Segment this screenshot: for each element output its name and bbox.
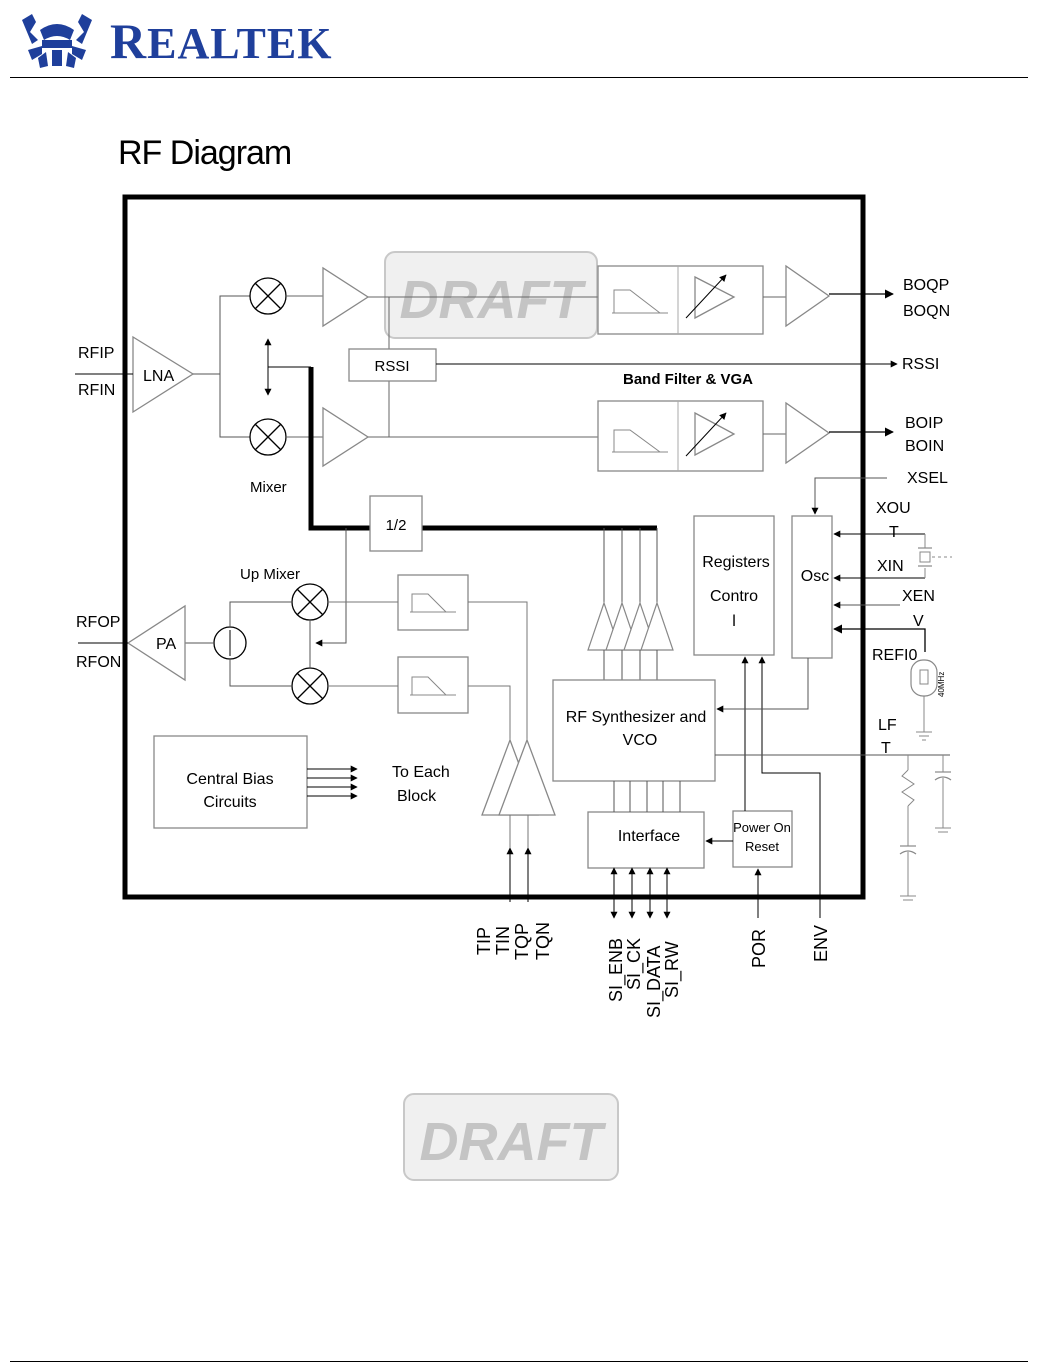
rf-synthesizer-block: RF Synthesizer and VCO [552,679,716,782]
central-bias-block: Central Bias Circuits [153,735,308,829]
pin-tip: TIP [474,927,494,955]
up-mixer-i-icon [291,583,329,621]
pin-tin: TIN [493,926,513,955]
pin-rfip: RFIP [78,345,114,362]
pin-boin: BOIN [905,438,944,455]
summer-icon [213,626,247,660]
band-filter-vga-i [597,265,764,335]
pa-block: PA [126,604,186,682]
svg-text:Circuits: Circuits [203,794,256,811]
svg-text:Osc: Osc [801,568,829,585]
pin-xenv-l2: V [913,613,924,630]
mixer-label: Mixer [250,479,287,496]
svg-text:DRAFT: DRAFT [420,1112,607,1172]
rssi-block: RSSI [348,348,437,382]
output-buffer-i-icon [785,264,831,328]
pin-tqp: TQP [512,923,532,960]
amp-i-icon [322,266,370,328]
tx-lpf-i [397,574,469,631]
block-label: Block [397,788,437,805]
amp-q-icon [322,406,370,468]
band-filter-vga-label: Band Filter & VGA [623,371,753,388]
power-on-reset-block: Power On Reset [732,810,793,868]
pin-xout-l2: T [889,524,899,541]
header-rule [10,77,1028,78]
pin-si-rw: SI_RW [662,941,683,998]
tx-input-buffers [481,738,556,816]
up-mixer-q-icon [291,667,329,705]
pin-xin: XIN [877,558,904,575]
pin-si-enb: SI_ENB [606,938,627,1002]
pin-env: ENV [811,925,831,962]
footer-rule [10,1361,1028,1362]
realtek-crab-logo-icon [22,14,92,68]
pin-por: POR [749,929,769,968]
brand-name: REALTEK [110,13,333,69]
pin-si-ck: SI_CK [624,938,645,990]
pin-rfop: RFOP [76,614,120,631]
svg-text:PA: PA [156,636,176,653]
svg-text:Interface: Interface [618,828,680,845]
draft-watermark: DRAFT [384,251,598,339]
pin-lft-l2: T [881,740,891,757]
reference-crystal-40mhz-icon [910,659,938,741]
tx-lpf-q [397,656,469,714]
interface-block: Interface [587,811,705,869]
page-header: REALTEK [0,0,1041,80]
mixer-i-icon [249,277,287,315]
divider-half-block: 1/2 [369,495,423,552]
chip-boundary [122,194,866,900]
pin-tqn: TQN [533,922,553,960]
pin-lft-l1: LF [878,717,897,734]
crystal-frequency-label: 40MHz [937,672,946,697]
mixer-q-icon [249,418,287,456]
lo-buffer-icons [587,601,674,651]
page-title: RF Diagram [118,134,292,172]
svg-text:l: l [732,613,736,630]
output-buffer-q-icon [785,401,831,465]
pin-refio: REFI0 [872,647,917,664]
pin-boip: BOIP [905,415,943,432]
pin-xenv-l1: XEN [902,588,935,605]
pin-rfin: RFIN [78,382,115,399]
svg-text:Contro: Contro [710,588,758,605]
svg-text:Central Bias: Central Bias [186,771,273,788]
pin-rssi: RSSI [902,356,939,373]
draft-watermark-bottom: DRAFT [403,1093,619,1181]
svg-text:LNA: LNA [143,368,174,385]
pin-boqp: BOQP [903,277,949,294]
svg-text:Power On: Power On [733,820,791,835]
svg-text:RF Synthesizer and: RF Synthesizer and [566,709,707,726]
up-mixer-label: Up Mixer [240,566,300,583]
loop-filter-components [899,755,952,901]
pin-si-data: SI_DATA [644,946,665,1018]
to-each-label: To Each [392,764,450,781]
pin-xsel: XSEL [907,470,948,487]
svg-text:Registers: Registers [702,554,770,571]
svg-text:VCO: VCO [623,732,658,749]
crystal-icon [918,534,952,578]
lna-block: LNA [132,335,195,414]
pin-rfon: RFON [76,654,121,671]
svg-text:1/2: 1/2 [386,517,407,534]
pin-xout-l1: XOU [876,500,911,517]
svg-text:DRAFT: DRAFT [400,270,587,330]
svg-text:Reset: Reset [745,839,779,854]
oscillator-block: Osc [791,515,833,659]
pin-boqn: BOQN [903,303,950,320]
band-filter-vga-q [597,400,764,472]
registers-control-block: Registers Contro l [693,515,775,656]
svg-text:RSSI: RSSI [374,358,409,375]
